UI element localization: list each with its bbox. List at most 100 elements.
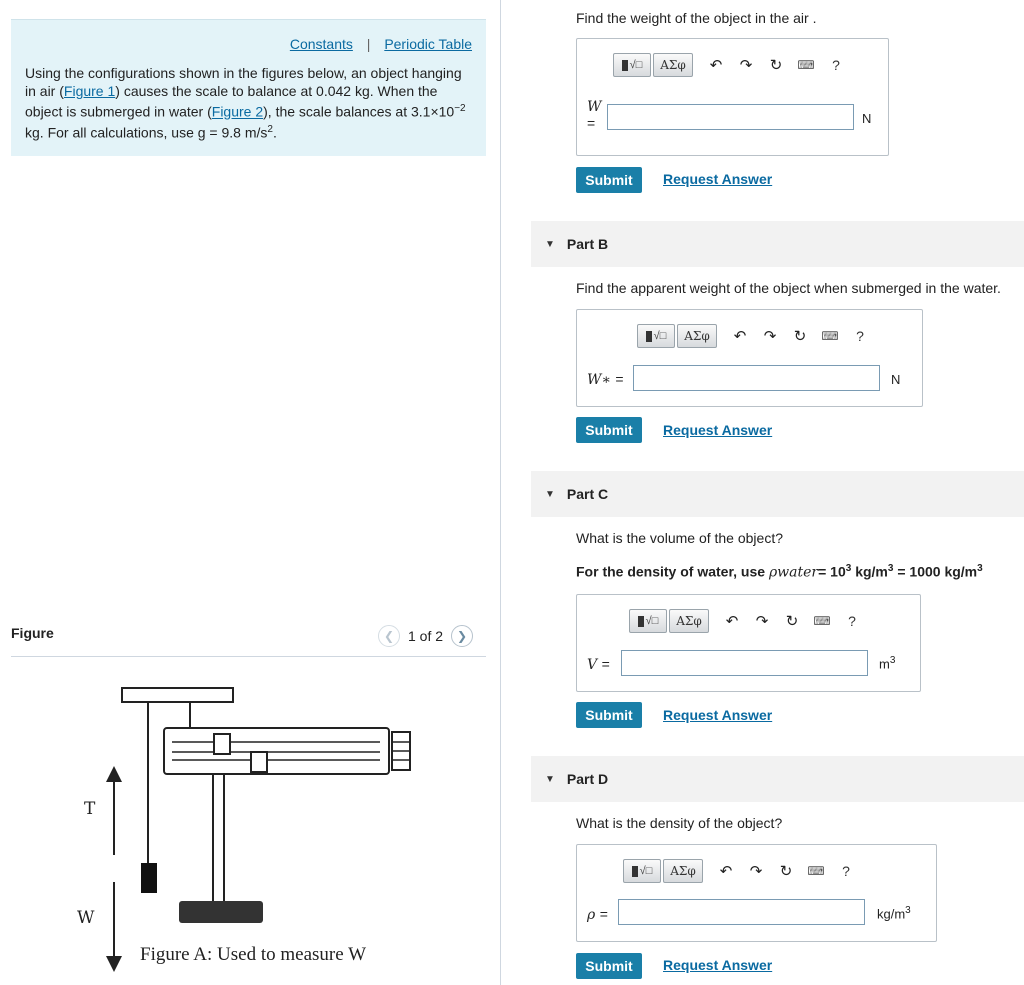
problem-text: Using the configurations shown in the fi… <box>25 65 462 99</box>
part-b-toolbar: √□ ΑΣφ ↶ ↷ ↻ ⌨ ? <box>637 324 875 348</box>
part-c-title: Part C <box>566 486 609 502</box>
exponent: 2 <box>267 124 273 136</box>
figure-pager: ❮ 1 of 2 ❯ <box>378 625 474 647</box>
part-d-unit: kg/m3 <box>877 905 911 921</box>
problem-text: kg. For all calculations, use g = 9.8 m/… <box>25 124 268 141</box>
left-panel: Constants | Periodic Table Using the con… <box>0 0 500 985</box>
chevron-left-icon[interactable]: ❮ <box>378 625 400 647</box>
equals-sign: = <box>599 906 608 922</box>
problem-text: ), the scale balances at 3.1×10 <box>263 103 455 120</box>
part-d-header[interactable]: ▼ Part D <box>531 756 1024 802</box>
undo-icon[interactable]: ↶ <box>733 328 747 345</box>
part-d-submit-button[interactable]: Submit <box>576 953 642 979</box>
greek-letters-button[interactable]: ΑΣφ <box>663 859 703 883</box>
exponent: 3 <box>889 655 896 666</box>
part-d-question: What is the density of the object? <box>576 815 783 831</box>
rider-weight <box>213 733 231 755</box>
figure-2-link[interactable]: Figure 2 <box>211 103 264 120</box>
undo-icon[interactable]: ↶ <box>725 613 739 630</box>
equals-sign: = <box>601 656 610 672</box>
keyboard-icon[interactable]: ⌨ <box>821 329 839 343</box>
part-c-variable: V = <box>587 656 610 673</box>
part-a-submit-button[interactable]: Submit <box>576 167 642 193</box>
caret-down-icon: ▼ <box>545 773 555 785</box>
unit-text: m <box>879 656 890 672</box>
reset-icon[interactable]: ↻ <box>769 57 783 74</box>
part-d-toolbar: √□ ΑΣφ ↶ ↷ ↻ ⌨ ? <box>623 859 861 883</box>
help-button[interactable]: ? <box>848 613 856 629</box>
redo-icon[interactable]: ↷ <box>763 328 777 345</box>
part-b-variable: W∗ = <box>587 371 624 388</box>
periodic-table-link[interactable]: Periodic Table <box>384 36 472 52</box>
unit-text: kg/m <box>877 906 906 922</box>
problem-statement: Using the configurations shown in the fi… <box>25 65 475 142</box>
part-a-answer-input[interactable] <box>607 104 854 130</box>
math-template-icon[interactable]: √□ <box>613 53 651 77</box>
part-b-title: Part B <box>566 236 609 252</box>
math-template-icon[interactable]: √□ <box>629 609 667 633</box>
weight-label: W <box>77 908 95 928</box>
keyboard-icon[interactable]: ⌨ <box>813 614 831 628</box>
figure-divider <box>11 656 486 657</box>
exponent: 3 <box>977 563 983 574</box>
redo-icon[interactable]: ↷ <box>755 613 769 630</box>
part-c-request-answer-link[interactable]: Request Answer <box>663 707 773 723</box>
help-button[interactable]: ? <box>856 328 864 344</box>
part-a-request-answer-link[interactable]: Request Answer <box>663 171 773 187</box>
part-a-unit: N <box>862 111 872 126</box>
part-d-answer-input[interactable] <box>618 899 865 925</box>
part-d-title: Part D <box>566 771 609 787</box>
part-a-question: Find the weight of the object in the air… <box>576 10 817 26</box>
resource-links: Constants | Periodic Table <box>290 36 472 52</box>
part-c-submit-button[interactable]: Submit <box>576 702 642 728</box>
problem-text: . <box>272 124 277 141</box>
figure-diagram: T W Figure A: Used to measure W <box>77 687 411 972</box>
part-b-submit-button[interactable]: Submit <box>576 417 642 443</box>
part-c-unit: m3 <box>879 655 895 671</box>
part-c-header[interactable]: ▼ Part C <box>531 471 1024 517</box>
greek-letters-button[interactable]: ΑΣφ <box>669 609 709 633</box>
undo-icon[interactable]: ↶ <box>719 863 733 880</box>
part-b-request-answer-link[interactable]: Request Answer <box>663 422 773 438</box>
undo-icon[interactable]: ↶ <box>709 57 723 74</box>
part-b-unit: N <box>891 372 901 387</box>
part-a-toolbar: √□ ΑΣφ ↶ ↷ ↻ ⌨ ? <box>613 53 851 77</box>
exponent: 3 <box>887 563 894 574</box>
part-b-header[interactable]: ▼ Part B <box>531 221 1024 267</box>
keyboard-icon[interactable]: ⌨ <box>797 58 815 72</box>
support-bar <box>121 687 234 703</box>
density-text: = 10 <box>818 563 846 580</box>
part-d-answer-box: √□ ΑΣφ ↶ ↷ ↻ ⌨ ? ρ = kg/m3 <box>576 844 937 942</box>
part-c-answer-input[interactable] <box>621 650 868 676</box>
reset-icon[interactable]: ↻ <box>785 613 799 630</box>
chevron-right-icon[interactable]: ❯ <box>451 625 474 647</box>
constants-link[interactable]: Constants <box>289 36 353 52</box>
rider-weight <box>250 751 268 773</box>
balance-beam <box>163 727 390 775</box>
keyboard-icon[interactable]: ⌨ <box>807 864 825 878</box>
part-c-question: What is the volume of the object? <box>576 530 783 546</box>
density-text: = 1000 kg/m <box>893 563 978 580</box>
reset-icon[interactable]: ↻ <box>779 863 793 880</box>
math-template-icon[interactable]: √□ <box>623 859 661 883</box>
caret-down-icon: ▼ <box>545 488 555 500</box>
redo-icon[interactable]: ↷ <box>749 863 763 880</box>
figure-1-link[interactable]: Figure 1 <box>63 82 116 99</box>
help-button[interactable]: ? <box>832 57 840 73</box>
scale-base <box>179 901 263 923</box>
density-text: kg/m <box>851 563 888 580</box>
greek-letters-button[interactable]: ΑΣφ <box>677 324 717 348</box>
redo-icon[interactable]: ↷ <box>739 57 753 74</box>
equals-sign: = <box>615 371 624 387</box>
part-b-answer-input[interactable] <box>633 365 880 391</box>
part-b-question: Find the apparent weight of the object w… <box>576 280 1001 296</box>
greek-letters-button[interactable]: ΑΣφ <box>653 53 693 77</box>
problem-text: ) causes the scale to balance at 0.042 k… <box>25 82 438 120</box>
arrow-up-icon <box>106 766 122 782</box>
part-a-variable: W= <box>587 99 601 132</box>
math-template-icon[interactable]: √□ <box>637 324 675 348</box>
help-button[interactable]: ? <box>842 863 850 879</box>
reset-icon[interactable]: ↻ <box>793 328 807 345</box>
figure-page-indicator: 1 of 2 <box>408 628 444 644</box>
part-d-request-answer-link[interactable]: Request Answer <box>663 957 773 973</box>
